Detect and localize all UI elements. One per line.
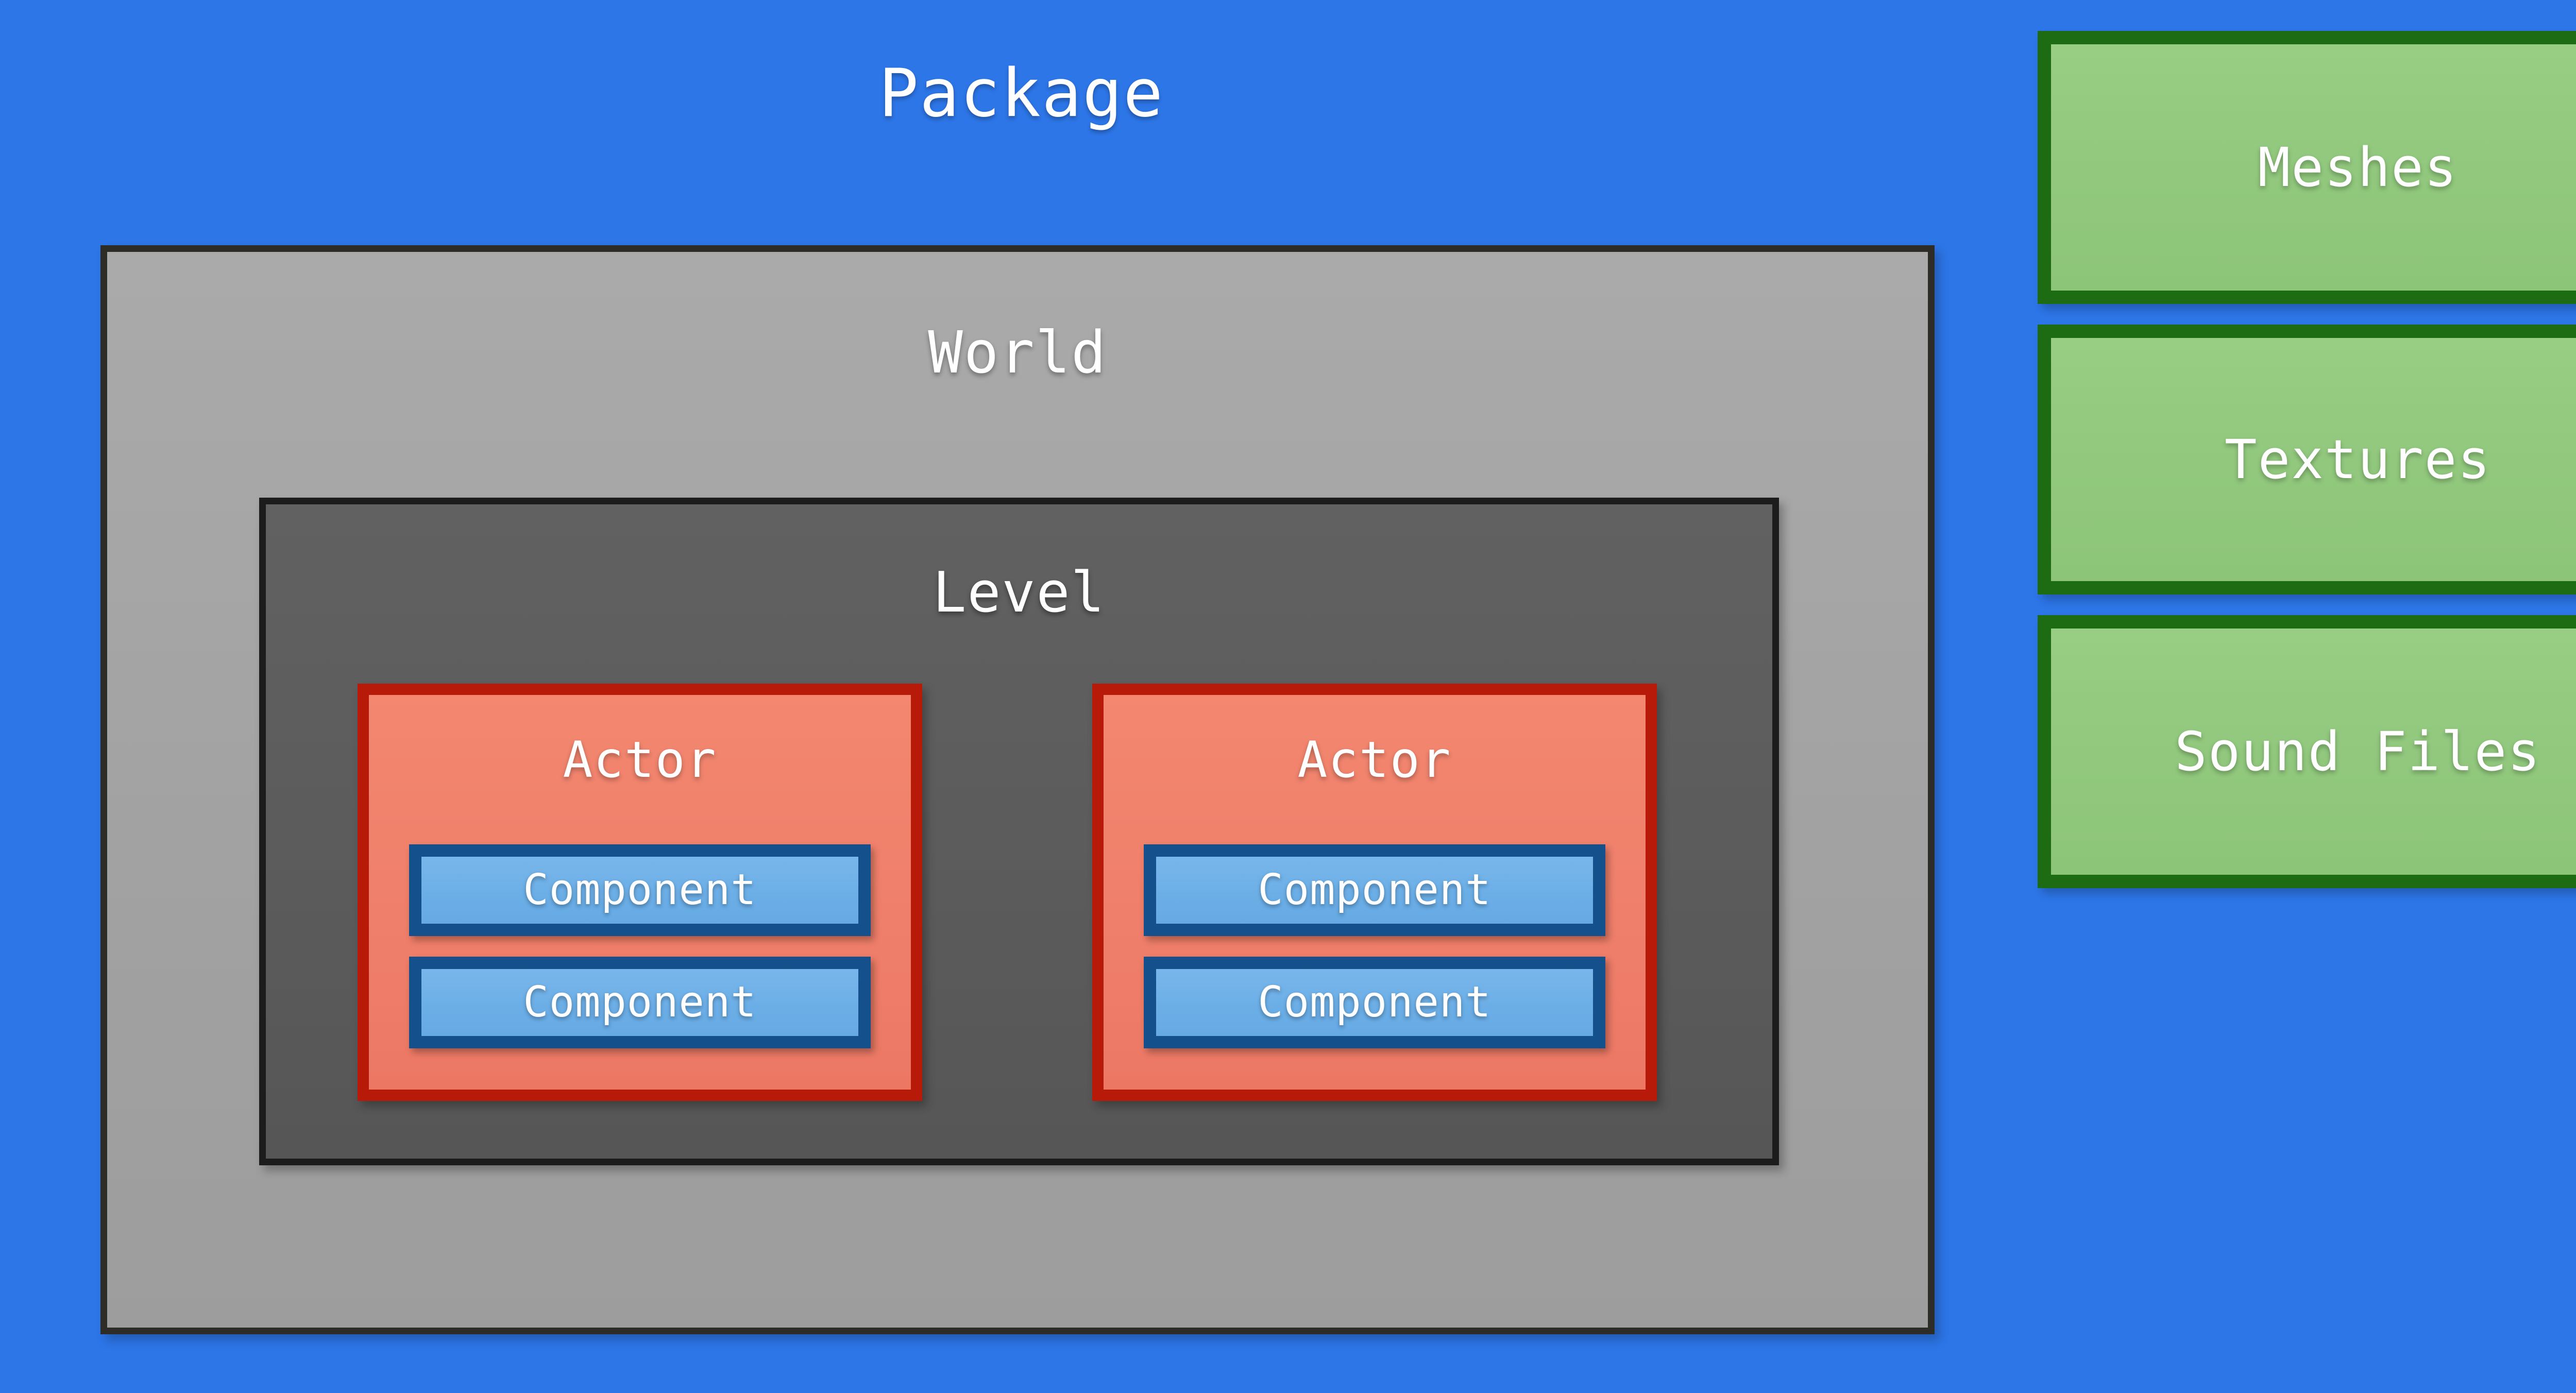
asset-box-meshes: Meshes xyxy=(2038,31,2576,304)
actor-box: Actor Component Component xyxy=(358,684,922,1101)
components-stack: Component Component xyxy=(1144,844,1605,1048)
component-label: Component xyxy=(523,865,757,914)
world-label: World xyxy=(928,319,1107,386)
component-box: Component xyxy=(1144,844,1605,936)
asset-label: Textures xyxy=(2225,428,2491,491)
actor-box: Actor Component Component xyxy=(1092,684,1657,1101)
actors-row: Actor Component Component Actor xyxy=(358,684,1657,1101)
component-label: Component xyxy=(1258,978,1492,1027)
asset-label: Sound Files xyxy=(2175,720,2541,783)
actor-label: Actor xyxy=(563,731,717,789)
component-box: Component xyxy=(409,957,871,1048)
actor-label: Actor xyxy=(1297,731,1452,789)
asset-column: Meshes Textures Sound Files xyxy=(2038,31,2576,888)
component-box: Component xyxy=(409,844,871,936)
component-label: Component xyxy=(1258,865,1492,914)
asset-box-textures: Textures xyxy=(2038,325,2576,594)
page-title: Package xyxy=(878,55,1164,132)
components-stack: Component Component xyxy=(409,844,871,1048)
asset-label: Meshes xyxy=(2258,136,2458,199)
asset-box-sound-files: Sound Files xyxy=(2038,615,2576,888)
level-container: Level Actor Component Component Actor xyxy=(259,498,1779,1165)
component-label: Component xyxy=(523,978,757,1027)
world-container: World Level Actor Component Component xyxy=(100,245,1935,1334)
component-box: Component xyxy=(1144,957,1605,1048)
level-label: Level xyxy=(933,560,1106,625)
